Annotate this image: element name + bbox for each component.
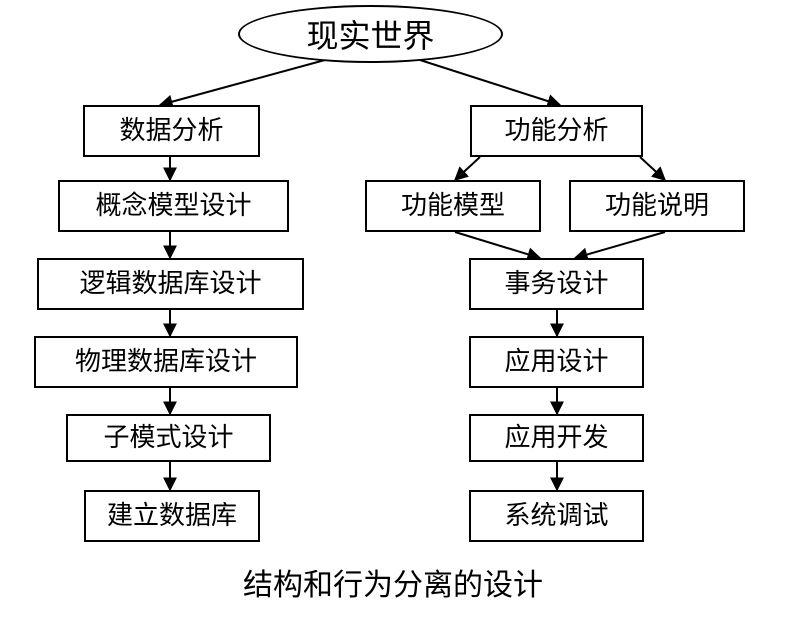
node-function-analysis: 功能分析: [470, 105, 643, 157]
node-conceptual-model-design: 概念模型设计: [58, 180, 289, 232]
node-application-design: 应用设计: [469, 336, 644, 388]
edge-model-to-txn: [454, 231, 542, 262]
node-logical-db-design: 逻辑数据库设计: [37, 258, 304, 310]
edge-root-to-function-analysis: [419, 59, 562, 108]
root-node: 现实世界: [238, 5, 503, 63]
node-subschema-design: 子模式设计: [66, 414, 271, 462]
node-system-debugging: 系统调试: [469, 490, 644, 542]
node-application-development: 应用开发: [469, 414, 644, 462]
node-function-model: 功能模型: [365, 180, 541, 232]
diagram-caption: 结构和行为分离的设计: [243, 568, 543, 603]
node-function-description: 功能说明: [569, 180, 745, 232]
edge-root-to-data-analysis: [158, 59, 326, 109]
edge-fa-to-model: [453, 156, 481, 181]
node-build-database: 建立数据库: [84, 490, 260, 542]
edge-fa-to-desc: [639, 156, 667, 181]
node-physical-db-design: 物理数据库设计: [34, 336, 298, 388]
edge-desc-to-txn: [573, 231, 666, 262]
root-label: 现实世界: [306, 17, 435, 55]
node-data-analysis: 数据分析: [83, 105, 260, 157]
node-transaction-design: 事务设计: [469, 258, 644, 310]
